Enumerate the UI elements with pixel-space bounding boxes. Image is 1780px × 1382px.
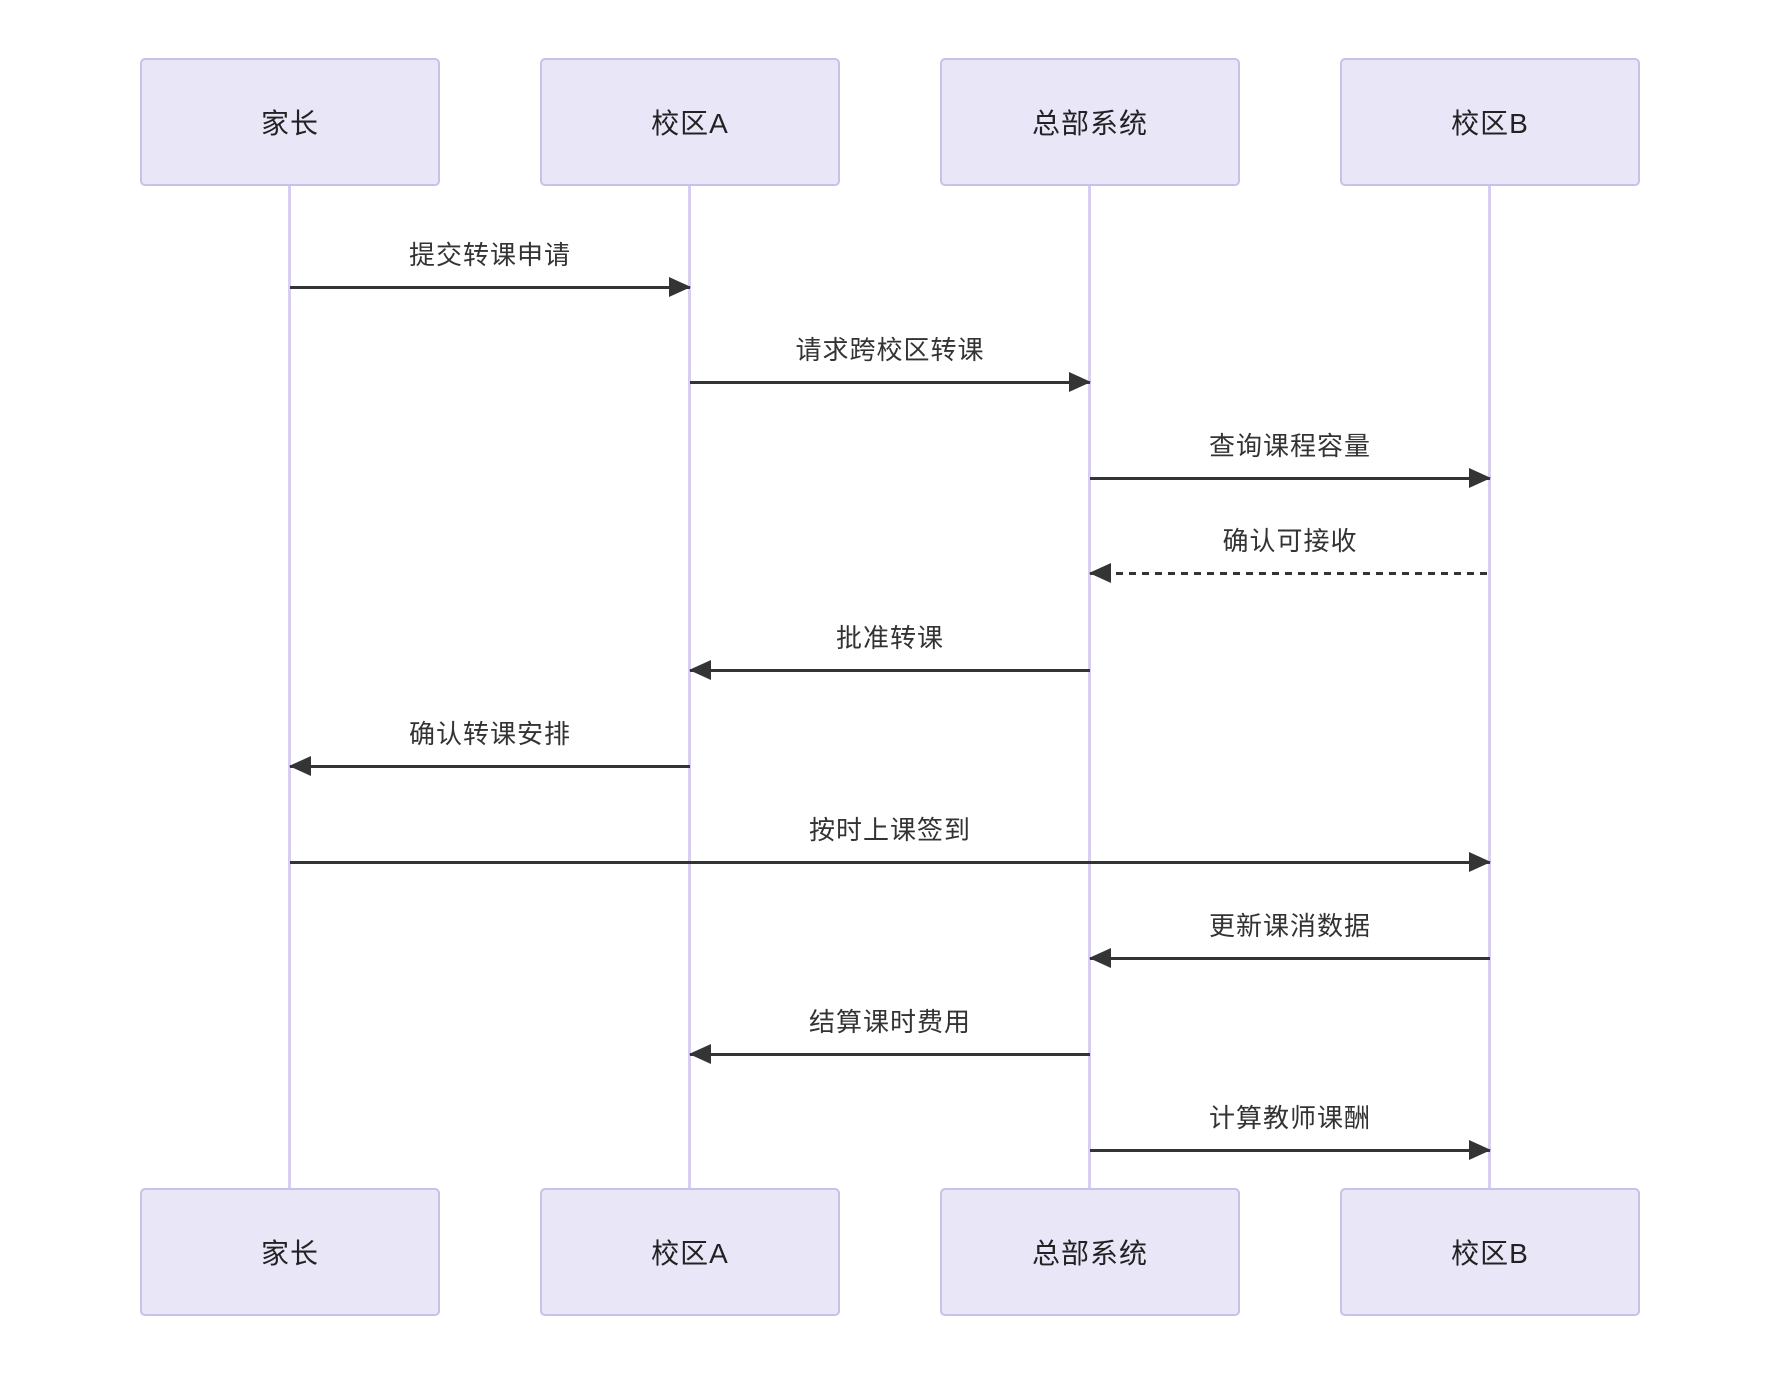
actor-bottom-hq-system: 总部系统 — [940, 1188, 1240, 1316]
arrowhead-left-icon — [689, 660, 711, 680]
message-line — [1090, 477, 1490, 480]
message-line — [290, 861, 1490, 864]
arrowhead-left-icon — [289, 756, 311, 776]
actor-top-parent: 家长 — [140, 58, 440, 186]
actor-top-campus-a: 校区A — [540, 58, 840, 186]
message-arrow-approve-transfer — [689, 660, 1090, 680]
actor-bottom-campus-b: 校区B — [1340, 1188, 1640, 1316]
message-line — [690, 381, 1090, 384]
actor-top-hq-system: 总部系统 — [940, 58, 1240, 186]
message-line-dashed — [1090, 572, 1490, 575]
lifeline-parent — [288, 186, 291, 1188]
lifeline-hq-system — [1088, 186, 1091, 1188]
message-label-approve-transfer: 批准转课 — [835, 623, 944, 653]
message-arrow-query-course-capacity — [1090, 468, 1491, 488]
message-label-submit-transfer-request: 提交转课申请 — [408, 240, 571, 270]
message-line — [690, 669, 1090, 672]
arrowhead-left-icon — [1089, 563, 1111, 583]
arrowhead-left-icon — [1089, 948, 1111, 968]
message-label-attend-class-checkin: 按时上课签到 — [808, 815, 971, 845]
message-label-confirm-acceptable: 确认可接收 — [1222, 526, 1358, 556]
lifeline-campus-b — [1488, 186, 1491, 1188]
message-line — [290, 286, 690, 289]
message-label-update-class-consumption-data: 更新课消数据 — [1208, 911, 1371, 941]
message-arrow-request-cross-campus-transfer — [690, 372, 1091, 392]
lifeline-campus-a — [688, 186, 691, 1188]
message-arrow-submit-transfer-request — [290, 277, 691, 297]
message-arrow-attend-class-checkin — [290, 852, 1491, 872]
message-line — [690, 1053, 1090, 1056]
arrowhead-right-icon — [1469, 852, 1491, 872]
message-label-settle-class-hour-fees: 结算课时费用 — [808, 1007, 971, 1037]
message-line — [1090, 1149, 1490, 1152]
arrowhead-right-icon — [1469, 468, 1491, 488]
message-label-confirm-transfer-arrangement: 确认转课安排 — [408, 719, 571, 749]
message-label-calculate-teacher-pay: 计算教师课酬 — [1208, 1103, 1371, 1133]
arrowhead-left-icon — [689, 1044, 711, 1064]
message-arrow-confirm-acceptable — [1089, 563, 1490, 583]
message-arrow-settle-class-hour-fees — [689, 1044, 1090, 1064]
message-arrow-update-class-consumption-data — [1089, 948, 1490, 968]
actor-bottom-campus-a: 校区A — [540, 1188, 840, 1316]
actor-bottom-parent: 家长 — [140, 1188, 440, 1316]
actor-top-campus-b: 校区B — [1340, 58, 1640, 186]
message-label-query-course-capacity: 查询课程容量 — [1208, 431, 1371, 461]
arrowhead-right-icon — [1469, 1140, 1491, 1160]
message-line — [1090, 957, 1490, 960]
message-label-request-cross-campus-transfer: 请求跨校区转课 — [795, 335, 985, 365]
arrowhead-right-icon — [669, 277, 691, 297]
arrowhead-right-icon — [1069, 372, 1091, 392]
message-arrow-confirm-transfer-arrangement — [289, 756, 690, 776]
message-line — [290, 765, 690, 768]
message-arrow-calculate-teacher-pay — [1090, 1140, 1491, 1160]
